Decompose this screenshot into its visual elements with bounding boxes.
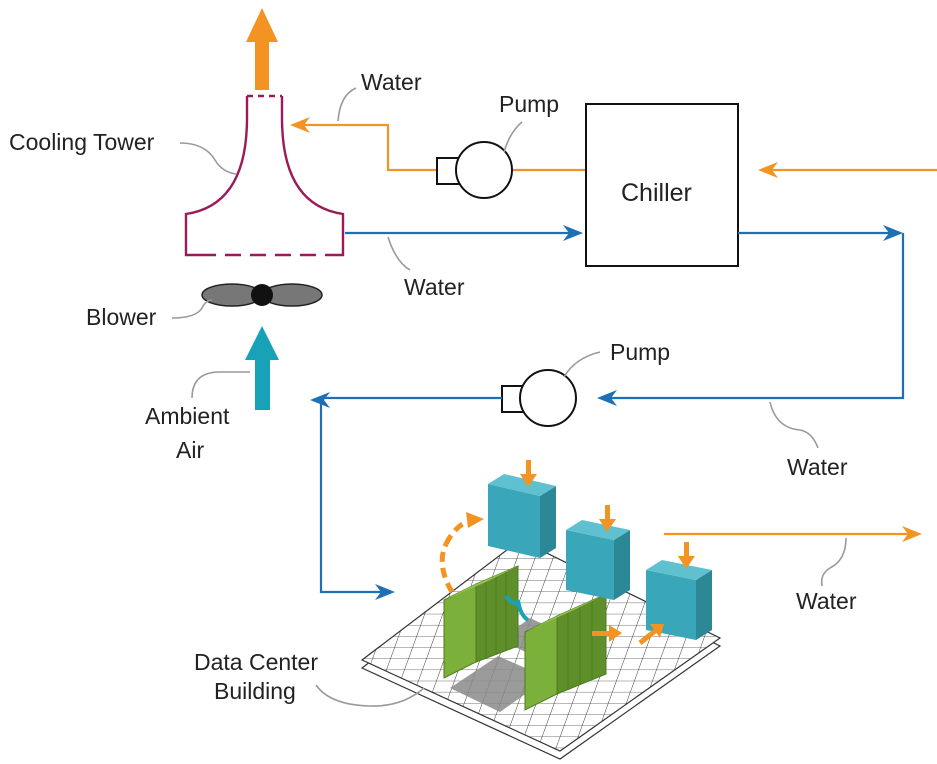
cool-air-flow bbox=[516, 599, 530, 622]
arrowhead-to-bottom-pump bbox=[597, 390, 617, 406]
water-tower-outlet-label: Water bbox=[404, 274, 465, 300]
arrowhead-to-chiller bbox=[563, 225, 583, 241]
cooling-unit-2 bbox=[566, 520, 630, 600]
blower-fan bbox=[201, 283, 323, 307]
cooling-tower-leader bbox=[179, 142, 237, 175]
server-rack-left bbox=[443, 565, 519, 679]
pump-top bbox=[436, 141, 513, 199]
ambient-air-label-line1: Ambient bbox=[145, 403, 230, 429]
pump-top-label: Pump bbox=[499, 91, 559, 117]
arrowhead-to-data-center bbox=[375, 584, 395, 600]
blower-label: Blower bbox=[86, 304, 157, 330]
pipe-to-data-center bbox=[319, 396, 502, 594]
pipe-right-loop bbox=[610, 233, 905, 400]
hot-air-arrows bbox=[520, 460, 695, 645]
cooling-tower-label: Cooling Tower bbox=[9, 129, 155, 155]
cooling-unit-3 bbox=[646, 560, 712, 640]
ambient-air-leader bbox=[191, 371, 250, 399]
water-outflow-label: Water bbox=[796, 588, 857, 614]
pump-bottom-leader bbox=[563, 351, 601, 378]
data-center-label-line1: Data Center bbox=[194, 649, 318, 675]
water-right-loop-label: Water bbox=[787, 454, 848, 480]
server-rack-right bbox=[524, 593, 607, 711]
data-center-building bbox=[360, 460, 722, 760]
water-tower-inlet-leader bbox=[337, 87, 357, 122]
pump-top-leader bbox=[503, 121, 523, 153]
arrowhead-to-tower bbox=[290, 117, 310, 133]
pump-bottom-label: Pump bbox=[610, 339, 670, 365]
data-center-leader bbox=[315, 684, 425, 707]
water-right-loop-leader bbox=[769, 401, 819, 449]
cooling-unit-1 bbox=[488, 474, 556, 558]
ambient-air-label-line2: Air bbox=[176, 437, 204, 463]
arrowhead-outflow bbox=[902, 526, 922, 542]
chiller-label: Chiller bbox=[621, 179, 692, 207]
arrowhead-chiller-out bbox=[883, 225, 903, 241]
chiller-box bbox=[585, 103, 739, 267]
data-center-label-line2: Building bbox=[214, 678, 296, 704]
arrowhead-into-chiller bbox=[758, 162, 778, 178]
arrowhead-loop-corner bbox=[310, 392, 330, 408]
water-tower-inlet-label: Water bbox=[361, 69, 422, 95]
water-outflow-leader bbox=[820, 537, 847, 587]
cooling-tower bbox=[184, 94, 345, 257]
pipe-pump-to-tower bbox=[300, 123, 437, 172]
water-tower-outlet-leader bbox=[387, 236, 411, 271]
ambient-air-arrow bbox=[245, 326, 279, 410]
pump-bottom bbox=[501, 369, 577, 427]
blower-leader bbox=[171, 299, 213, 319]
exhaust-air-arrow bbox=[246, 8, 278, 90]
